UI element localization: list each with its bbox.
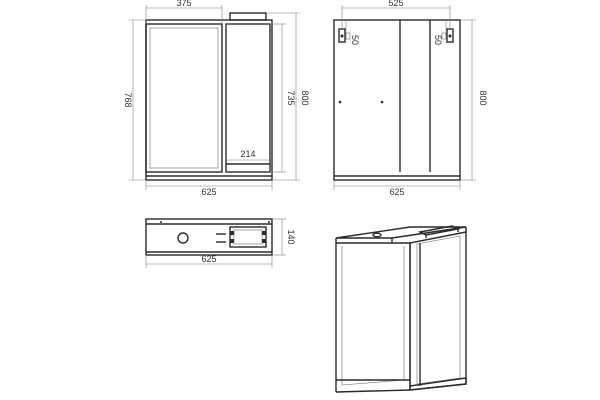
dim-front-shelf-width: 214: [240, 149, 255, 159]
top-view: 140 625: [145, 218, 296, 268]
dim-front-bottom-width: 625: [201, 187, 216, 197]
top-view-hole: [177, 232, 189, 244]
dim-front-height-left: 768: [123, 92, 133, 107]
front-mirror-inner: [149, 27, 219, 169]
isometric-view: [335, 225, 467, 393]
back-view: 525 50 50 800 625: [333, 0, 488, 197]
dim-back-bottom-width: 625: [389, 187, 404, 197]
dim-back-top-width: 525: [388, 0, 403, 8]
top-view-light: [229, 226, 267, 248]
dim-back-height: 800: [478, 90, 488, 105]
front-view: 375 768 735 800 214 625: [123, 0, 310, 197]
front-open-shelf-section: [225, 23, 271, 173]
back-cabinet-outline: [333, 19, 461, 181]
dim-back-hanger-left: 50: [350, 35, 360, 45]
dim-front-height-right: 735: [286, 90, 296, 105]
dim-back-hanger-right: 50: [433, 35, 443, 45]
dim-front-top-width: 375: [176, 0, 191, 8]
front-light-fixture: [229, 12, 267, 21]
iso-hole: [372, 232, 382, 238]
dim-top-depth: 140: [286, 229, 296, 244]
dim-top-width: 625: [201, 254, 216, 264]
dim-front-height-overall: 800: [300, 90, 310, 105]
front-mirror-door: [145, 23, 223, 173]
iso-mirror-door: [409, 231, 467, 391]
back-hanger-left: [338, 28, 351, 43]
top-view-outline: [145, 218, 273, 256]
